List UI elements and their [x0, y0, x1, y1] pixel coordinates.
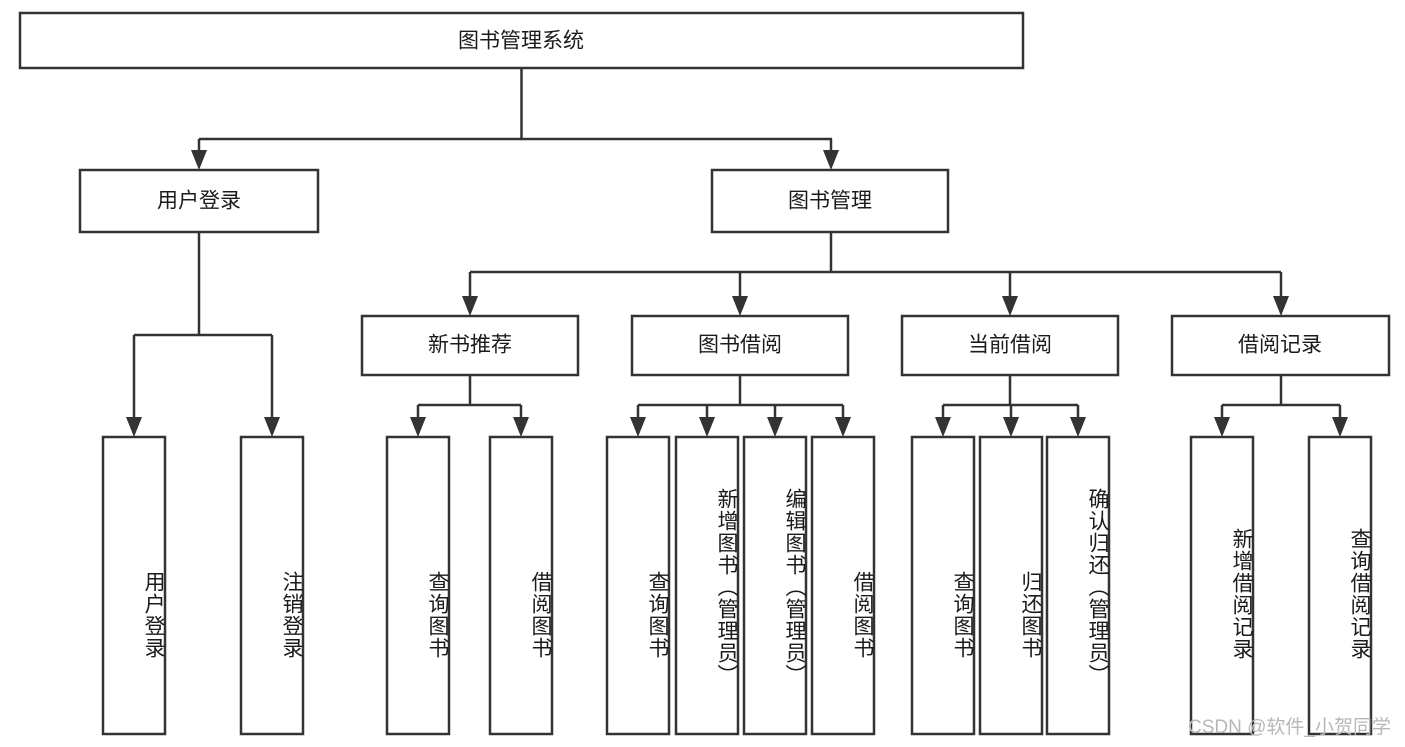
arrowhead-br-leaf1: [1214, 417, 1230, 437]
leaf-box-bb-add-book[interactable]: [674, 435, 740, 736]
arrowhead-br-leaf2: [1332, 417, 1348, 437]
node-label-book-management: 图书管理: [788, 190, 872, 213]
leaf-box-br-add-record[interactable]: [1189, 435, 1255, 736]
arrowhead-borrow-record: [1273, 296, 1289, 316]
arrowhead-leaf-user-login: [126, 417, 142, 437]
arrowhead-bb-leaf1: [630, 417, 646, 437]
node-label-user-login: 用户登录: [157, 190, 241, 213]
leaf-box-bb-query-book[interactable]: [605, 435, 671, 736]
connectors-current-borrow-to-leaves: [935, 375, 1086, 437]
leaf-box-bb-edit-book[interactable]: [742, 435, 808, 736]
arrowhead-nb-leaf2: [513, 417, 529, 437]
arrowhead-current-borrow: [1002, 296, 1018, 316]
leaf-box-cb-query-book[interactable]: [910, 435, 976, 736]
node-box-borrow-record[interactable]: [1170, 314, 1391, 377]
node-label-root: 图书管理系统: [458, 30, 584, 53]
node-box-new-book-recommend[interactable]: [360, 314, 580, 377]
connectors-root-to-level2: [191, 68, 839, 170]
connectors-new-book-to-leaves: [410, 375, 529, 437]
connectors-borrow-record-to-leaves: [1214, 375, 1348, 437]
node-label-borrow-record: 借阅记录: [1238, 334, 1322, 357]
arrowhead-bb-leaf2: [699, 417, 715, 437]
leaf-box-bb-borrow-book[interactable]: [810, 435, 876, 736]
arrowhead-bb-leaf3: [767, 417, 783, 437]
connectors-book-borrow-to-leaves: [630, 375, 851, 437]
arrowhead-cb-leaf3: [1070, 417, 1086, 437]
arrowhead-nb-leaf1: [410, 417, 426, 437]
arrowhead-new-book: [462, 296, 478, 316]
leaf-box-user-login-login[interactable]: [101, 435, 167, 736]
arrowhead-user-login: [191, 150, 207, 170]
leaf-box-nb-borrow-book[interactable]: [488, 435, 554, 736]
node-label-current-borrow: 当前借阅: [968, 334, 1052, 357]
leaf-box-br-query-record[interactable]: [1307, 435, 1373, 736]
node-label-book-borrow: 图书借阅: [698, 334, 782, 357]
arrowhead-cb-leaf2: [1003, 417, 1019, 437]
connectors-user-login-to-leaves: [126, 232, 280, 437]
leaf-box-nb-query-book[interactable]: [385, 435, 451, 736]
node-box-user-login[interactable]: [78, 168, 320, 234]
leaf-box-cb-return-book[interactable]: [978, 435, 1044, 736]
node-box-book-management[interactable]: [710, 168, 950, 234]
watermark-csdn: CSDN @软件_小贺同学: [1188, 717, 1391, 738]
node-box-current-borrow[interactable]: [900, 314, 1120, 377]
arrowhead-cb-leaf1: [935, 417, 951, 437]
leaf-box-cb-confirm-return[interactable]: [1045, 435, 1111, 736]
arrowhead-leaf-logout: [264, 417, 280, 437]
node-box-book-borrow[interactable]: [630, 314, 850, 377]
arrowhead-book-mgmt: [823, 150, 839, 170]
leaf-box-user-login-logout[interactable]: [239, 435, 305, 736]
connectors-book-mgmt-to-level3: [462, 232, 1289, 316]
node-box-root[interactable]: [18, 11, 1025, 70]
arrowhead-book-borrow: [732, 296, 748, 316]
arrowhead-bb-leaf4: [835, 417, 851, 437]
node-label-new-book-recommend: 新书推荐: [428, 334, 512, 357]
